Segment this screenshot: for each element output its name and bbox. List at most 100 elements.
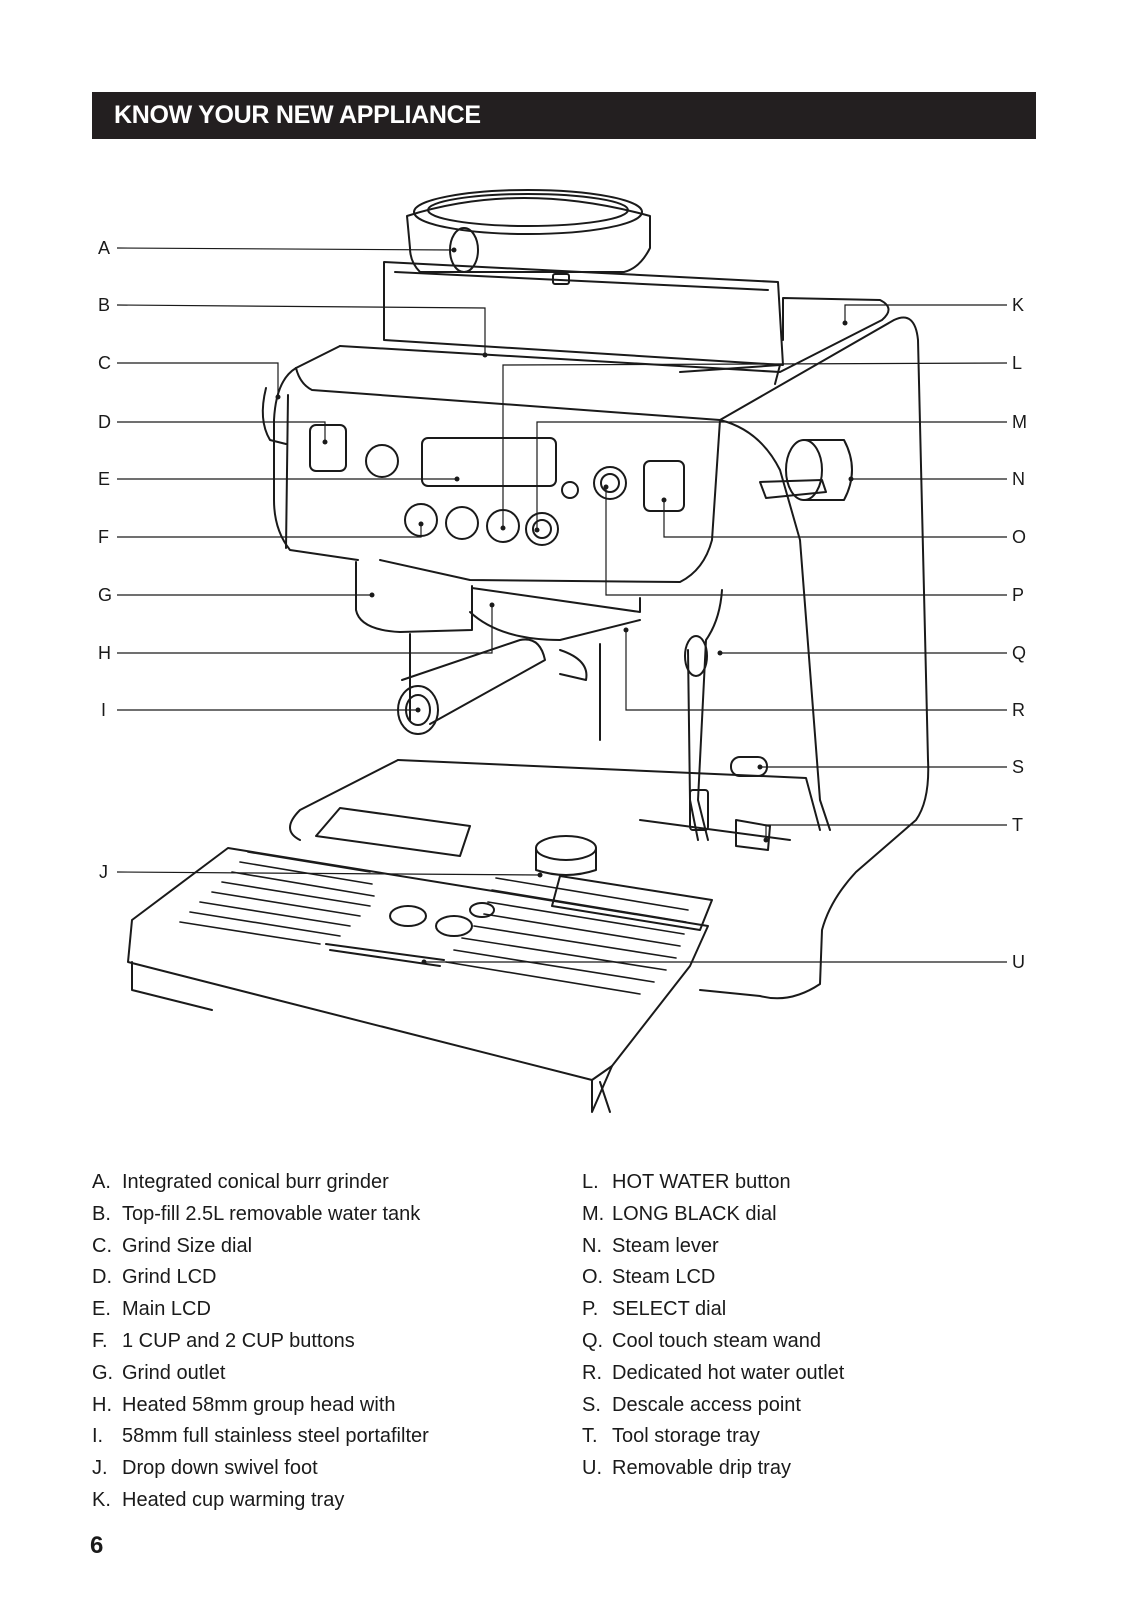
control-panel-drawing [261, 387, 685, 546]
legend-item: T.Tool storage tray [582, 1421, 844, 1453]
legend-letter: U. [582, 1457, 602, 1480]
legend-item: M. LONG BLACK dial [582, 1199, 844, 1231]
callout-u: U [1012, 952, 1025, 972]
legend-item: R. Dedicated hot water outlet [582, 1358, 844, 1390]
legend-item: B. Top-fill 2.5L removable water tank [92, 1199, 429, 1231]
legend-text: Heated 58mm group head with [122, 1393, 396, 1416]
legend-item: C. Grind Size dial [92, 1231, 429, 1263]
callout-b: B [98, 295, 110, 315]
legend-left-column: A. Integrated conical burr grinder B. Top-… [92, 1167, 429, 1517]
callout-g: G [98, 585, 112, 605]
legend-text: HOT WATER button [612, 1171, 791, 1193]
legend-text: Steam lever [612, 1234, 719, 1257]
legend-text: 58mm full stainless steel portafilter [122, 1425, 429, 1448]
legend-letter: C. [92, 1234, 112, 1257]
legend-text: Removable drip tray [612, 1457, 791, 1480]
legend-text: LONG BLACK dial [612, 1202, 777, 1225]
legend-text: Integrated conical burr grinder [122, 1171, 389, 1193]
callout-c: C [98, 353, 111, 373]
callout-i: I [101, 700, 106, 720]
callout-j: J [99, 862, 108, 882]
group-head-drawing [355, 561, 641, 741]
callout-l: L [1012, 353, 1022, 373]
legend-text: Top-fill 2.5L removable water tank [122, 1202, 421, 1225]
callout-q: Q [1012, 643, 1026, 663]
legend-item: E. Main LCD [92, 1294, 429, 1326]
callout-e: E [98, 469, 110, 489]
legend-letter: T. [582, 1425, 598, 1448]
callout-h: H [98, 643, 111, 663]
legend-letter: R. [582, 1361, 602, 1384]
page-number: 6 [90, 1532, 104, 1559]
legend-letter: A. [92, 1171, 111, 1193]
legend-item: J. Drop down swivel foot [92, 1453, 429, 1485]
legend-letter: E. [92, 1298, 111, 1321]
callout-p: P [1012, 585, 1024, 605]
machine-body-drawing [273, 316, 930, 1000]
callout-leader-lines [116, 247, 1008, 963]
callout-a: A [98, 238, 110, 258]
legend-item: F. 1 CUP and 2 CUP buttons [92, 1326, 429, 1358]
top-surface-drawing [295, 297, 890, 385]
legend-letter: K. [92, 1488, 111, 1511]
steam-knob-drawing [759, 439, 853, 501]
legend-text: Grind outlet [122, 1361, 226, 1384]
legend-text: Drop down swivel foot [122, 1457, 318, 1480]
legend-item: P. SELECT dial [582, 1294, 844, 1326]
bean-hopper-drawing [406, 189, 651, 273]
legend-letter: F. [92, 1329, 108, 1352]
legend-text: Descale access point [612, 1393, 801, 1416]
legend-item: H. Heated 58mm group head with [92, 1390, 429, 1422]
drip-tray-drawing [127, 759, 821, 1113]
legend-letter: Q. [582, 1329, 604, 1352]
section-header-bar: KNOW YOUR NEW APPLIANCE [92, 92, 1036, 139]
legend-text: Heated cup warming tray [122, 1488, 345, 1511]
legend-item: L. HOT WATER button [582, 1167, 844, 1199]
callout-s: S [1012, 757, 1024, 777]
legend-text: 1 CUP and 2 CUP buttons [122, 1329, 355, 1352]
legend-text: Cool touch steam wand [612, 1329, 822, 1352]
legend-letter: B. [92, 1202, 111, 1225]
legend-item: I. 58mm full stainless steel portafilter [92, 1421, 429, 1453]
legend-letter: J. [92, 1457, 108, 1480]
portafilter-drawing [397, 638, 546, 735]
callout-m: M [1012, 412, 1027, 432]
legend-text: Steam LCD [612, 1266, 716, 1289]
legend-item: N. Steam lever [582, 1231, 844, 1263]
legend-letter: G. [92, 1361, 114, 1384]
legend-letter: I. [92, 1425, 104, 1448]
legend-item: A. Integrated conical burr grinder [92, 1167, 429, 1199]
drip-tray-grille-drawing [179, 851, 689, 995]
callout-f: F [98, 527, 109, 547]
callout-d: D [98, 412, 111, 432]
legend-text: SELECT dial [612, 1298, 727, 1321]
section-title: KNOW YOUR NEW APPLIANCE [114, 101, 481, 129]
legend-letter: D. [92, 1266, 112, 1289]
water-tank-drawing [383, 261, 784, 366]
legend-item: O.Steam LCD [582, 1262, 844, 1294]
callout-n: N [1012, 469, 1025, 489]
callout-r: R [1012, 700, 1025, 720]
legend-item: G. Grind outlet [92, 1358, 429, 1390]
legend-text: Main LCD [122, 1298, 211, 1321]
legend-letter: M. [582, 1202, 605, 1225]
legend-letter: L. [582, 1171, 599, 1193]
legend-text: Grind LCD [122, 1266, 217, 1289]
callout-t: T [1012, 815, 1023, 835]
legend-letter: P. [582, 1298, 599, 1321]
legend-text: Dedicated hot water outlet [612, 1361, 845, 1384]
legend-text: Grind Size dial [122, 1234, 253, 1257]
legend-item: Q. Cool touch steam wand [582, 1326, 844, 1358]
steam-wand-drawing [684, 589, 723, 841]
legend-right-column: L. HOT WATER button M. LONG BLACK dial N. S… [582, 1167, 844, 1485]
callout-dots [275, 247, 854, 965]
legend-item: D. Grind LCD [92, 1262, 429, 1294]
callout-o: O [1012, 527, 1026, 547]
legend-item: U. Removable drip tray [582, 1453, 844, 1485]
legend-letter: H. [92, 1393, 112, 1416]
legend-letter: S. [582, 1393, 601, 1416]
callout-k: K [1012, 295, 1024, 315]
legend-letter: N. [582, 1234, 602, 1257]
legend-item: K. Heated cup warming tray [92, 1485, 429, 1517]
